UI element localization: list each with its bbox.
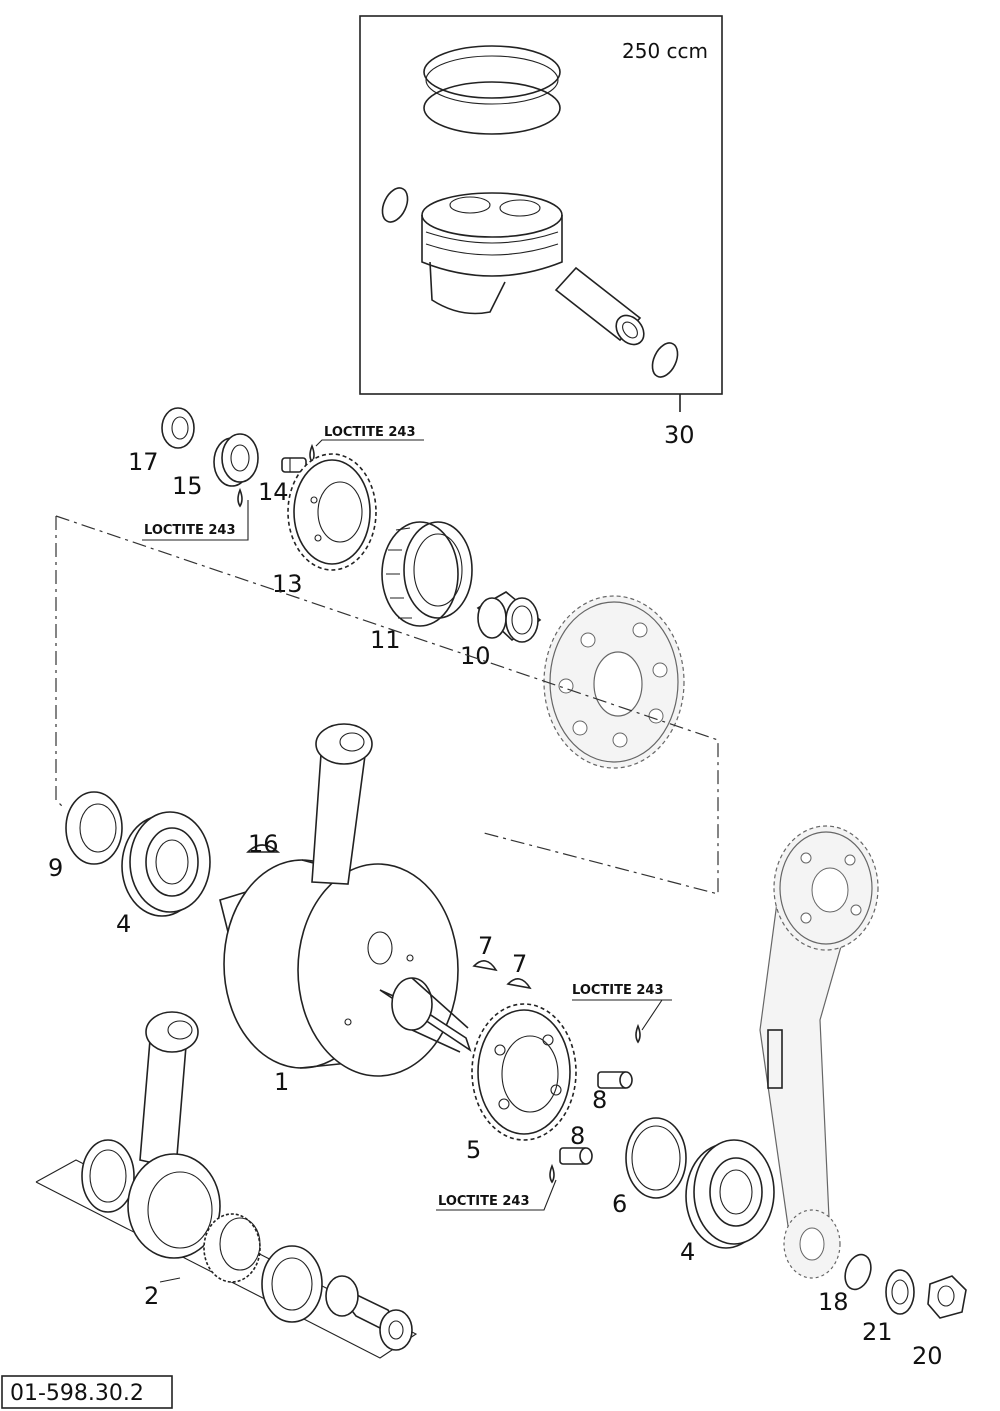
document-id-box: 01-598.30.2 <box>1 1375 173 1409</box>
loctite-label-8a: LOCTITE 243 <box>572 983 664 998</box>
piston-pin-clip-right <box>651 342 679 378</box>
conrod-kit-2 <box>35 1011 418 1359</box>
starter-gear-13 <box>287 453 377 571</box>
callout-21: 21 <box>862 1318 893 1346</box>
main-bearing-left <box>121 811 211 917</box>
freewheel-11 <box>381 521 473 627</box>
callout-1: 1 <box>274 1068 289 1096</box>
screw-8a <box>597 1071 633 1089</box>
callout-10: 10 <box>460 642 491 670</box>
timing-chain <box>759 825 879 1279</box>
piston-pin-clip-left <box>381 187 409 223</box>
loctite-drop-15 <box>237 487 243 508</box>
screw-8b <box>559 1147 593 1165</box>
needle-bearing-10 <box>476 591 542 643</box>
callout-16: 16 <box>248 830 279 858</box>
primary-gear-5 <box>471 1003 577 1141</box>
callout-8a: 8 <box>592 1086 607 1114</box>
callout-14: 14 <box>258 478 289 506</box>
shaft-seal-9 <box>65 791 123 865</box>
displacement-label: 250 ccm <box>622 39 708 63</box>
key-7a <box>472 960 498 972</box>
callout-8b: 8 <box>570 1122 585 1150</box>
callout-13: 13 <box>272 570 303 598</box>
loctite-label-8b: LOCTITE 243 <box>438 1194 530 1209</box>
callout-4-right: 4 <box>680 1238 695 1266</box>
callout-18: 18 <box>818 1288 849 1316</box>
callout-11: 11 <box>370 626 401 654</box>
shim-6 <box>625 1117 687 1199</box>
key-7b <box>506 978 532 990</box>
callout-30: 30 <box>664 421 695 449</box>
nut-20 <box>927 1275 967 1319</box>
crankshaft <box>219 723 472 1077</box>
oil-seal-17 <box>161 407 195 449</box>
loctite-label-15: LOCTITE 243 <box>144 523 236 538</box>
loctite-label-14: LOCTITE 243 <box>324 425 416 440</box>
document-id: 01-598.30.2 <box>10 1381 144 1406</box>
callout-7a: 7 <box>478 932 493 960</box>
piston-kit-box: 250 ccm 30 <box>359 15 723 449</box>
callout-17: 17 <box>128 448 159 476</box>
piston-ring-bottom <box>423 81 561 135</box>
callout-7b: 7 <box>512 950 527 978</box>
callout-6: 6 <box>612 1190 627 1218</box>
callout-4-left: 4 <box>116 910 131 938</box>
callout-2: 2 <box>144 1282 159 1310</box>
circlip-18 <box>844 1253 872 1291</box>
starter-ring-gear <box>543 595 685 769</box>
woodruff-key-16 <box>246 844 281 853</box>
piston-ring-top <box>423 45 561 99</box>
main-bearing-right <box>685 1139 775 1249</box>
sleeve-15 <box>213 433 259 487</box>
callout-20: 20 <box>912 1342 943 1370</box>
piston-pin <box>554 266 645 346</box>
callout-5: 5 <box>466 1136 481 1164</box>
callout-15: 15 <box>172 472 203 500</box>
screw-14 <box>281 457 307 473</box>
callout-9: 9 <box>48 854 63 882</box>
washer-21 <box>885 1269 915 1315</box>
piston <box>421 192 563 315</box>
